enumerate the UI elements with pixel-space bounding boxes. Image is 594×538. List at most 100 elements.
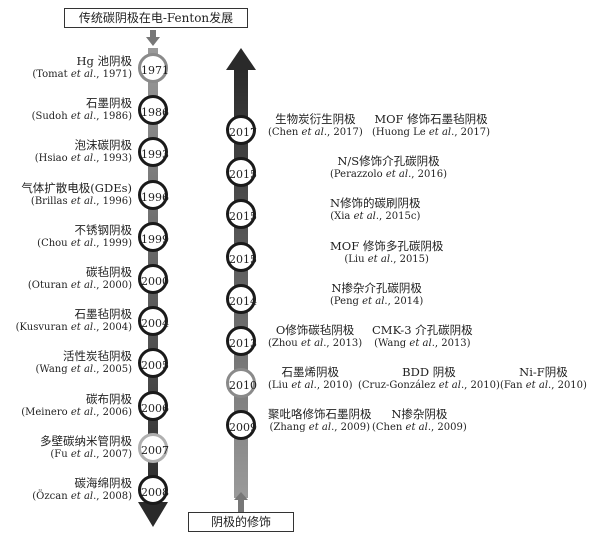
cite-author: (Fan xyxy=(500,380,523,392)
cathode-label: N掺杂阴极(Chen et al., 2009) xyxy=(372,407,467,435)
citation: (Zhou et al., 2013) xyxy=(268,337,362,351)
cathode-name: 石墨烯阴极 xyxy=(281,365,340,380)
citation: (Huong Le et al., 2017) xyxy=(372,126,490,140)
year-node: 1986 xyxy=(138,95,169,126)
cite-et-al: et al xyxy=(70,280,94,291)
year-node: 1996 xyxy=(138,179,169,210)
citation: (Chen et al., 2017) xyxy=(268,126,363,140)
cathode-name: O修饰碳毡阴极 xyxy=(275,323,355,337)
cite-author: (Tomat xyxy=(32,69,68,80)
cite-author: (Sudoh xyxy=(31,111,68,123)
cite-year: ., 2000) xyxy=(93,280,132,291)
cite-year: ., 2010) xyxy=(460,380,500,392)
citation: (Liu et al., 2010) xyxy=(268,379,353,393)
citation: (Fu et al., 2007) xyxy=(40,448,132,462)
cathode-name: 碳布阴极 xyxy=(86,391,132,406)
cite-year: ., 2007) xyxy=(93,448,132,460)
cite-et-al: et al xyxy=(70,69,94,80)
citation: (Peng et al., 2014) xyxy=(330,295,423,309)
cite-year: ., 2006) xyxy=(93,406,132,418)
cite-author: (Chou xyxy=(37,237,68,249)
cite-author: (Zhou xyxy=(268,338,298,349)
cite-year: ., 2010) xyxy=(548,380,587,392)
cathode-name: 碳毡阴极 xyxy=(86,265,132,279)
cite-et-al: et al xyxy=(70,491,94,502)
citation: (Sudoh et al., 1986) xyxy=(32,110,132,124)
cite-author: (Xia xyxy=(330,211,351,223)
citation: (Cruz-González et al., 2010) xyxy=(358,379,500,393)
year-node: 2000 xyxy=(138,264,169,294)
top-label-arrow xyxy=(146,30,160,46)
cite-year: ., 1999) xyxy=(93,237,132,249)
citation: (Chou et al., 1999) xyxy=(37,237,132,251)
cathode-label: CMK-3 介孔碳阴极(Wang et al., 2013) xyxy=(372,323,473,351)
cite-et-al: et al xyxy=(70,322,94,334)
cite-et-al: et al xyxy=(385,169,409,181)
cite-year: ., 2014) xyxy=(384,295,424,307)
cite-author: (Oturan xyxy=(27,280,68,291)
cathode-name: N/S修饰介孔碳阴极 xyxy=(337,154,440,169)
cite-et-al: et al xyxy=(525,380,549,392)
cathode-name: N修饰的碳刷阴极 xyxy=(330,196,421,211)
cite-et-al: et al xyxy=(70,237,94,249)
year-node: 2015 xyxy=(226,241,257,272)
cathode-label: 生物炭衍生阴极(Chen et al., 2017) xyxy=(268,112,363,140)
cite-et-al: et al xyxy=(367,253,391,265)
cite-year: ., 2017) xyxy=(451,127,491,138)
year-node: 2007 xyxy=(138,432,169,463)
cathode-label: 聚吡咯修饰石墨阴极(Zhang et al., 2009) xyxy=(268,407,372,435)
cathode-name: 活性炭毡阴极 xyxy=(63,349,132,364)
citation: (Meinero et al., 2006) xyxy=(21,406,132,420)
year-node: 1993 xyxy=(138,137,169,168)
cite-year: ., 2015) xyxy=(390,253,429,265)
year-node: 1999 xyxy=(138,221,169,252)
cathode-name: BDD 阴极 xyxy=(402,365,456,380)
cite-author: (Cruz-González xyxy=(358,380,436,392)
citation: (Wang et al., 2005) xyxy=(36,363,132,377)
cite-et-al: et al xyxy=(70,195,94,207)
cite-author: (Peng xyxy=(330,295,359,307)
year-node: 1971 xyxy=(138,53,169,83)
cathode-label: MOF 修饰石墨毡阴极(Huong Le et al., 2017) xyxy=(372,112,490,140)
year-node: 2017 xyxy=(226,115,257,145)
cathode-name: MOF 修饰多孔碳阴极 xyxy=(330,238,444,253)
cathode-label: 活性炭毡阴极(Wang et al., 2005) xyxy=(36,349,132,377)
cathode-name: N掺杂阴极 xyxy=(391,407,448,422)
cite-year: ., 2017) xyxy=(323,127,363,138)
year-node: 2009 xyxy=(226,410,257,441)
cite-author: (Perazzolo xyxy=(330,169,383,181)
cathode-label: 碳布阴极(Meinero et al., 2006) xyxy=(21,392,132,420)
cite-et-al: et al xyxy=(428,127,452,138)
cite-author: (Zhang xyxy=(269,422,306,434)
cite-author: (Chen xyxy=(268,127,299,138)
year-node: 2015 xyxy=(226,199,257,230)
citation: (Xia et al., 2015c) xyxy=(330,210,421,224)
cite-author: (Fu xyxy=(50,448,68,460)
cathode-label: Ni-F阴极(Fan et al., 2010) xyxy=(500,365,587,393)
cite-author: (Chen xyxy=(372,422,403,434)
bottom-label-arrow xyxy=(234,492,248,512)
cite-author: (Wang xyxy=(374,338,407,349)
cathode-label: N掺杂介孔碳阴极(Peng et al., 2014) xyxy=(330,281,423,309)
cathode-label: 气体扩散电极(GDEs)(Brillas et al., 1996) xyxy=(21,181,132,209)
year-node: 2006 xyxy=(138,390,169,421)
cite-et-al: et al xyxy=(70,153,94,165)
cite-et-al: et al xyxy=(438,380,461,392)
year-node: 2014 xyxy=(226,283,257,314)
year-node: 2013 xyxy=(226,326,257,356)
cite-year: ., 2010) xyxy=(313,380,353,392)
cathode-label: 碳毡阴极 (Oturan et al., 2000) xyxy=(28,265,132,293)
year-node: 2005 xyxy=(138,348,169,379)
cathode-label: 石墨阴极(Sudoh et al., 1986) xyxy=(32,96,132,124)
bottom-title-box: 阴极的修饰 xyxy=(188,512,294,532)
cite-et-al: et al xyxy=(405,422,428,434)
citation: (Kusvuran et al., 2004) xyxy=(16,321,132,335)
cathode-label: 碳海绵阴极(Özcan et al., 2008) xyxy=(32,476,132,504)
cathode-label: O修饰碳毡阴极(Zhou et al., 2013) xyxy=(268,323,362,351)
cite-year: ., 2015c) xyxy=(375,211,421,223)
cite-et-al: et al xyxy=(409,338,432,349)
cathode-label: N/S修饰介孔碳阴极(Perazzolo et al., 2016) xyxy=(330,154,447,182)
cite-author: (Liu xyxy=(268,380,289,392)
cathode-label: 多壁碳纳米管阴极(Fu et al., 2007) xyxy=(40,434,132,462)
cathode-name: MOF 修饰石墨毡阴极 xyxy=(374,112,488,126)
